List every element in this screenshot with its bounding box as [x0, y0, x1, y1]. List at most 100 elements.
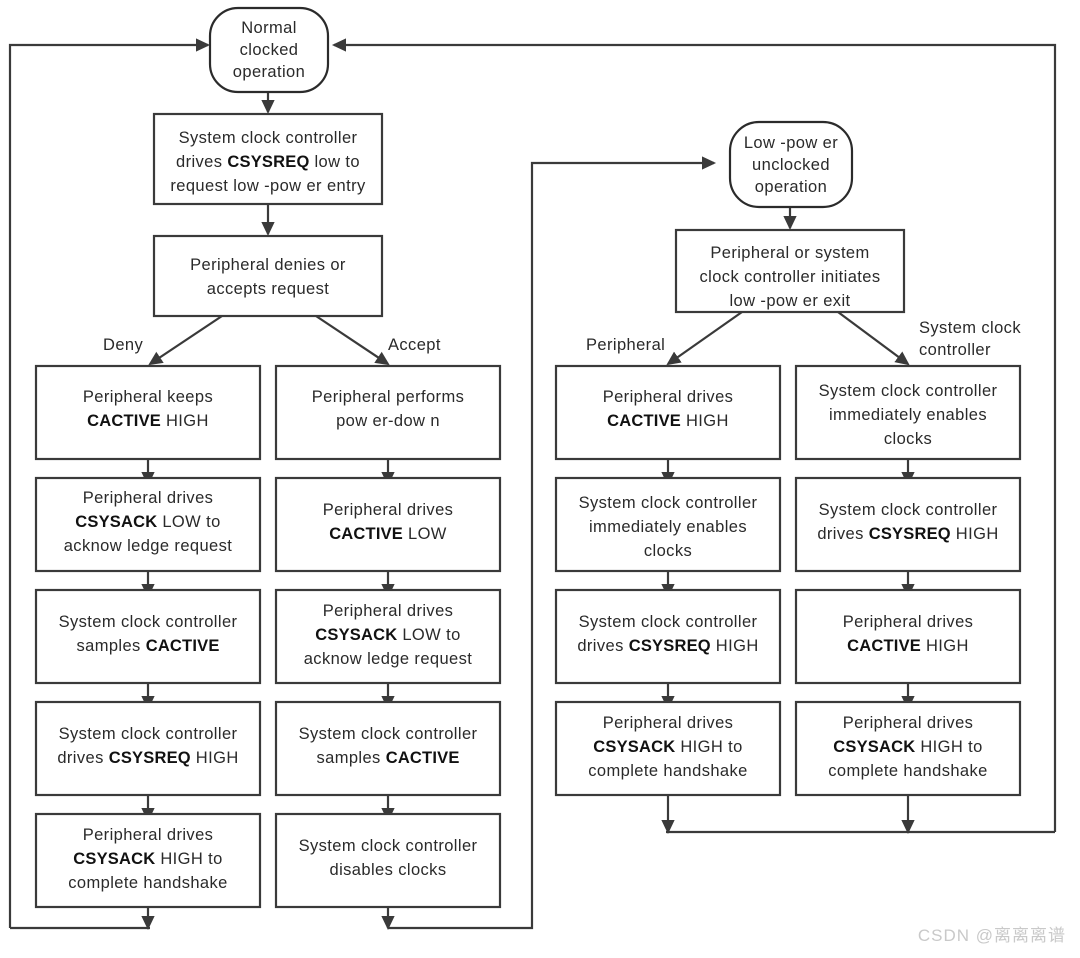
box-deny-1-shape	[34, 364, 262, 461]
terminal-normal-line-3: operation	[233, 63, 305, 81]
box-text-line: Peripheral drives	[843, 613, 974, 631]
box-text-line: CSYSACK HIGH to	[73, 850, 222, 868]
terminal-normal-shape	[208, 6, 330, 94]
box-periph-exit-4-shape	[554, 700, 782, 797]
box-text-line: disables clocks	[330, 861, 447, 879]
box-accept-1-shape	[274, 364, 502, 461]
box-text-line: clocks	[644, 542, 692, 560]
terminal-lowpower-line-1: Low -pow er	[744, 134, 838, 152]
box-periph-exit-2-scc-immediately-enables-clocks[interactable]: System clock controller immediately enabl…	[554, 476, 782, 573]
csdn-watermark: CSDN @离离离谱	[917, 926, 1066, 945]
terminal-normal-clocked-operation[interactable]: Normal clocked operation	[208, 6, 330, 94]
box-text-line: Peripheral drives	[323, 602, 454, 620]
terminal-lowpower-line-3: operation	[755, 178, 827, 196]
box-scc-exit-3-shape	[794, 588, 1022, 685]
box-text-line: System clock controller	[579, 494, 758, 512]
box-text-line: pow er-dow n	[336, 412, 440, 430]
box-text-line: drives CSYSREQ HIGH	[577, 637, 758, 655]
box-text-line: low -pow er exit	[729, 292, 850, 310]
box-accept-3-shape	[274, 588, 502, 685]
box-text-line: CSYSACK HIGH to	[833, 738, 982, 756]
box-text-line: System clock controller	[819, 501, 998, 519]
box-text-line: acknow ledge request	[64, 537, 233, 555]
box-accept-2-shape	[274, 476, 502, 573]
connector-exit-to-scc	[837, 311, 910, 366]
box-text-line: System clock controller	[59, 613, 238, 631]
box-text-line: System clock controller	[579, 613, 758, 631]
box-deny-5-shape	[34, 812, 262, 909]
terminal-normal-line-1: Normal	[241, 19, 297, 37]
box-scc-exit-4-shape	[794, 700, 1022, 797]
box-text-line: CSYSACK LOW to	[75, 513, 220, 531]
box-scc-exit-1-shape	[794, 364, 1022, 461]
box-text-line: Peripheral drives	[323, 501, 454, 519]
box-periph-exit-3-shape	[554, 588, 782, 685]
terminal-low-power-unclocked-operation[interactable]: Low -pow er unclocked operation	[728, 120, 854, 209]
box-exit-initiate-shape	[674, 228, 906, 314]
box-text-line: clocks	[884, 430, 932, 448]
box-periph-exit-2-shape	[554, 476, 782, 573]
box-text-line: System clock controller	[59, 725, 238, 743]
box-deny-or-accept-decision[interactable]: Peripheral denies or accepts request	[152, 234, 384, 318]
edge-label-peripheral: Peripheral	[586, 336, 665, 354]
box-accept-5-scc-disables-clocks[interactable]: System clock controller disables clocks	[274, 812, 502, 909]
box-scc-exit-2-scc-drives-csysreq-high[interactable]: System clock controller drives CSYSREQ HI…	[794, 476, 1022, 573]
terminal-lowpower-shape	[728, 120, 854, 209]
box-text-line: CACTIVE HIGH	[87, 412, 209, 430]
box-text-line: Peripheral drives	[843, 714, 974, 732]
box-text-line: System clock controller	[299, 837, 478, 855]
box-text-line: Peripheral keeps	[83, 388, 213, 406]
box-text-line: Peripheral denies or	[190, 256, 346, 274]
edge-label-deny: Deny	[103, 336, 143, 354]
box-text-line: immediately enables	[589, 518, 747, 536]
box-text-line: CSYSACK HIGH to	[593, 738, 742, 756]
box-deny-or-accept-shape	[152, 234, 384, 318]
connector-return-to-normal-left	[8, 38, 211, 928]
box-text-line: CACTIVE LOW	[329, 525, 447, 543]
box-text-line: Peripheral drives	[603, 388, 734, 406]
box-deny-2-shape	[34, 476, 262, 573]
box-text-line: drives CSYSREQ HIGH	[57, 749, 238, 767]
box-text-line: accepts request	[207, 280, 329, 298]
box-text-line: CACTIVE HIGH	[607, 412, 729, 430]
box-text-line: CACTIVE HIGH	[847, 637, 969, 655]
box-entry-request-shape	[152, 112, 384, 206]
box-text-line: System clock controller	[299, 725, 478, 743]
connector-decision-to-deny	[148, 315, 223, 366]
box-deny-3-scc-samples-cactive[interactable]: System clock controller samples CACTIVE	[34, 588, 262, 685]
box-text-line: immediately enables	[829, 406, 987, 424]
box-periph-exit-1-shape	[554, 364, 782, 461]
connector-decision-to-accept	[315, 315, 390, 366]
box-text-line: CSYSACK LOW to	[315, 626, 460, 644]
box-text-line: acknow ledge request	[304, 650, 473, 668]
box-accept-4-shape	[274, 700, 502, 797]
box-text-line: Peripheral drives	[83, 826, 214, 844]
box-text-line: drives CSYSREQ HIGH	[817, 525, 998, 543]
box-deny-4-scc-drives-csysreq-high[interactable]: System clock controller drives CSYSREQ HI…	[34, 700, 262, 797]
box-text-line: Peripheral or system	[710, 244, 869, 262]
connector-return-to-normal-right	[331, 38, 1057, 832]
box-deny-4-shape	[34, 700, 262, 797]
box-text-line: request low -pow er entry	[170, 177, 366, 195]
box-deny-3-shape	[34, 588, 262, 685]
box-periph-exit-3-scc-drives-csysreq-high[interactable]: System clock controller drives CSYSREQ HI…	[554, 588, 782, 685]
connector-exit-to-peripheral	[666, 311, 743, 366]
box-text-line: samples CACTIVE	[76, 637, 219, 655]
box-text-line: complete handshake	[588, 762, 747, 780]
box-accept-5-shape	[274, 812, 502, 909]
